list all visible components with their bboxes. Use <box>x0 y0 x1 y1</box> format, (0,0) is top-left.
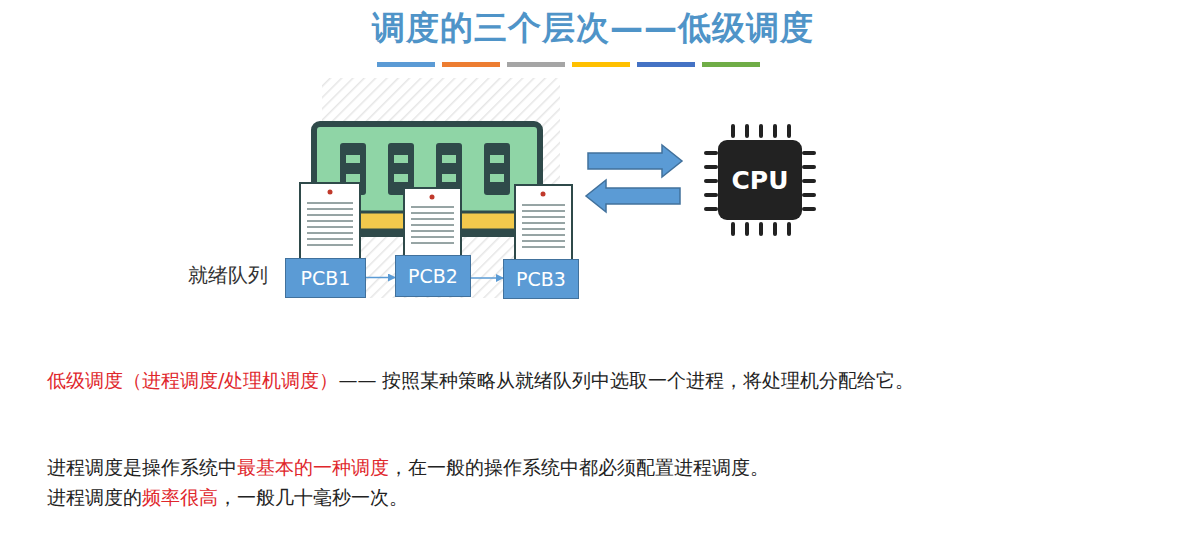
exchange-arrows <box>586 145 682 212</box>
paragraph: 进程调度的频率很高，一般几十毫秒一次。 <box>47 482 1097 512</box>
title: 调度的三个层次——低级调度 <box>0 6 1186 51</box>
queue-arrow <box>471 277 503 279</box>
node-text: CPU <box>732 166 789 195</box>
node-text: PCB1 <box>301 267 351 289</box>
cpu-pins <box>706 126 814 234</box>
body-text: —— 按照某种策略从就绪队列中选取一个进程，将处理机分配给它。 <box>338 369 914 391</box>
highlight-text: 频率很高 <box>142 486 218 508</box>
highlight-text: 低级调度（进程调度/处理机调度） <box>47 369 338 391</box>
highlight-text: 最基本的一种调度 <box>237 456 389 478</box>
queue-arrow <box>366 277 395 279</box>
color-bars <box>377 62 760 67</box>
body-text: ，一般几十毫秒一次。 <box>218 486 408 508</box>
body-text: 进程调度的 <box>47 486 142 508</box>
queue-label: 就绪队列 <box>188 262 268 289</box>
node-text: PCB3 <box>516 268 566 290</box>
body-text: 进程调度是操作系统中 <box>47 456 237 478</box>
paragraph: 进程调度是操作系统中最基本的一种调度，在一般的操作系统中都必须配置进程调度。 <box>47 452 1097 482</box>
pcb-documents <box>300 183 572 261</box>
pcb-box: PCB2 <box>395 255 471 297</box>
cpu-chip: CPU <box>718 140 802 220</box>
pcb-box: PCB3 <box>503 259 579 299</box>
paragraph: 低级调度（进程调度/处理机调度）—— 按照某种策略从就绪队列中选取一个进程，将处… <box>47 365 1097 395</box>
node-text: PCB2 <box>408 265 458 287</box>
body-text: ，在一般的操作系统中都必须配置进程调度。 <box>389 456 769 478</box>
pcb-box: PCB1 <box>285 258 366 298</box>
